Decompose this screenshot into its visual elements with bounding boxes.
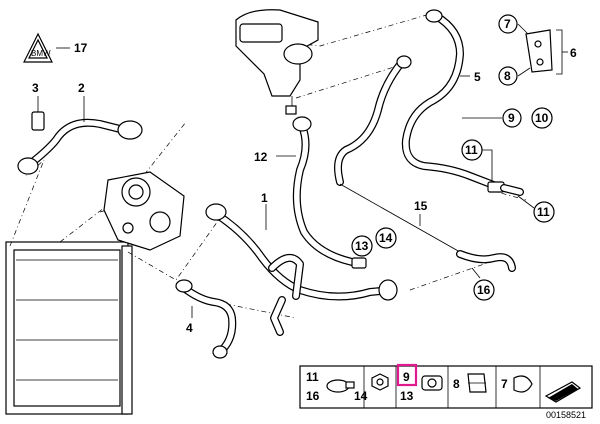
- callout-5: 5: [474, 70, 481, 84]
- expansion-tank: [235, 9, 319, 115]
- diagram-id: 00158521: [546, 410, 586, 420]
- hose-1: [205, 203, 398, 336]
- legend-8: 8: [453, 377, 460, 391]
- callout-12: 12: [254, 150, 268, 164]
- callout-6: 6: [570, 46, 577, 60]
- callout-11-upper: 11: [465, 143, 478, 157]
- callout-14: 14: [379, 231, 393, 245]
- legend-9: 9: [403, 370, 410, 384]
- callout-15: 15: [414, 199, 428, 213]
- callout-11-lower: 11: [537, 205, 550, 219]
- hose-12: [276, 116, 367, 269]
- callout-17: 17: [74, 41, 88, 55]
- callout-4: 4: [186, 321, 193, 335]
- callout-3: 3: [32, 81, 39, 95]
- bracket: [517, 23, 568, 77]
- highlight-box: [396, 363, 418, 387]
- water-pump: [103, 171, 185, 251]
- legend-7: 7: [501, 377, 508, 391]
- callout-2: 2: [78, 81, 85, 95]
- legend-11: 11: [306, 370, 319, 384]
- callout-9: 9: [508, 111, 515, 125]
- warning-symbol: BMW: [23, 32, 70, 63]
- callout-7: 7: [504, 17, 511, 31]
- clamp-11: [482, 149, 535, 209]
- hose-2: [17, 96, 143, 175]
- callout-10: 10: [535, 111, 549, 125]
- line-15: [339, 183, 516, 272]
- callout-13: 13: [355, 239, 369, 253]
- legend-13: 13: [400, 389, 414, 403]
- radiator: [5, 241, 133, 415]
- callout-1: 1: [261, 191, 268, 205]
- legend-strip: [299, 363, 593, 409]
- callout-8: 8: [504, 69, 511, 83]
- callout-16: 16: [477, 283, 491, 297]
- temperature-sensor: [31, 96, 45, 131]
- hose-5: [334, 9, 500, 190]
- warning-symbol-text: BMW: [31, 49, 51, 58]
- legend-16: 16: [306, 389, 320, 403]
- hose-4: [175, 279, 237, 359]
- legend-14: 14: [354, 389, 368, 403]
